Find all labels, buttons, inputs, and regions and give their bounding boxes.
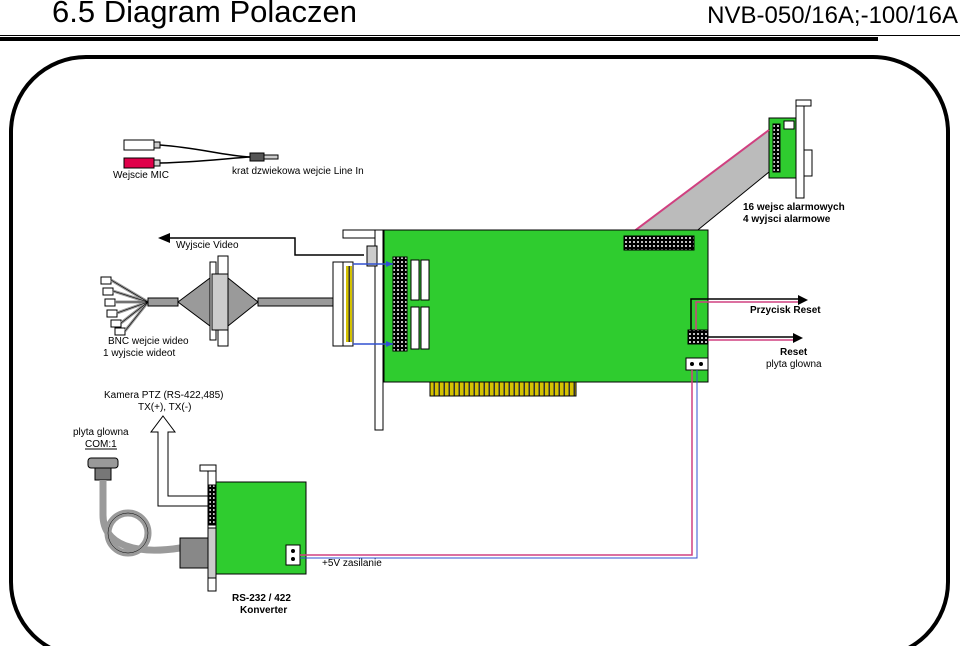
mic-in-label: Wejscie MIC bbox=[113, 170, 169, 181]
bnc-header bbox=[332, 261, 393, 347]
page-title: 6.5 Diagram Polaczen bbox=[52, 0, 357, 29]
video-out-label: Wyjscie Video bbox=[176, 240, 239, 251]
alarms-label-2: 4 wyjsci alarmowe bbox=[743, 214, 831, 225]
reset-label-1: Reset bbox=[780, 347, 808, 358]
alarms-label-1: 16 wejsc alarmowych bbox=[743, 202, 845, 213]
converter-card bbox=[179, 464, 307, 592]
alarm-card bbox=[768, 99, 813, 199]
converter-label-1: RS-232 / 422 bbox=[232, 593, 291, 604]
model-number: NVB-050/16A;-100/16A bbox=[707, 2, 958, 29]
com-label-1: plyta glowna bbox=[73, 427, 129, 438]
bnc-label-1: BNC wejcie wideo bbox=[108, 336, 189, 347]
header-rule-thin bbox=[0, 35, 960, 36]
bnc-cable bbox=[100, 255, 334, 347]
com-label-2: COM:1 bbox=[85, 439, 117, 450]
main-board bbox=[342, 229, 709, 431]
ptz-arrow bbox=[150, 415, 210, 507]
power-wire bbox=[300, 370, 698, 559]
power-label: +5V zasilanie bbox=[322, 558, 382, 569]
bnc-label-2: 1 wyjscie wideot bbox=[103, 348, 175, 359]
audio-cable bbox=[123, 139, 279, 169]
line-in-label: krat dzwiekowa wejcie Line In bbox=[232, 166, 364, 177]
header-rule-thick bbox=[0, 37, 878, 41]
reset-button-label: Przycisk Reset bbox=[750, 305, 821, 316]
diagram-frame bbox=[9, 55, 950, 646]
video-out-line bbox=[168, 237, 364, 256]
serial-cable bbox=[87, 457, 181, 557]
ptz-label-1: Kamera PTZ (RS-422,485) bbox=[104, 390, 224, 401]
converter-label-2: Konverter bbox=[240, 605, 287, 616]
reset-label-2: plyta glowna bbox=[766, 359, 822, 370]
reset-wires bbox=[690, 295, 808, 343]
ptz-label-2: TX(+), TX(-) bbox=[138, 402, 191, 413]
